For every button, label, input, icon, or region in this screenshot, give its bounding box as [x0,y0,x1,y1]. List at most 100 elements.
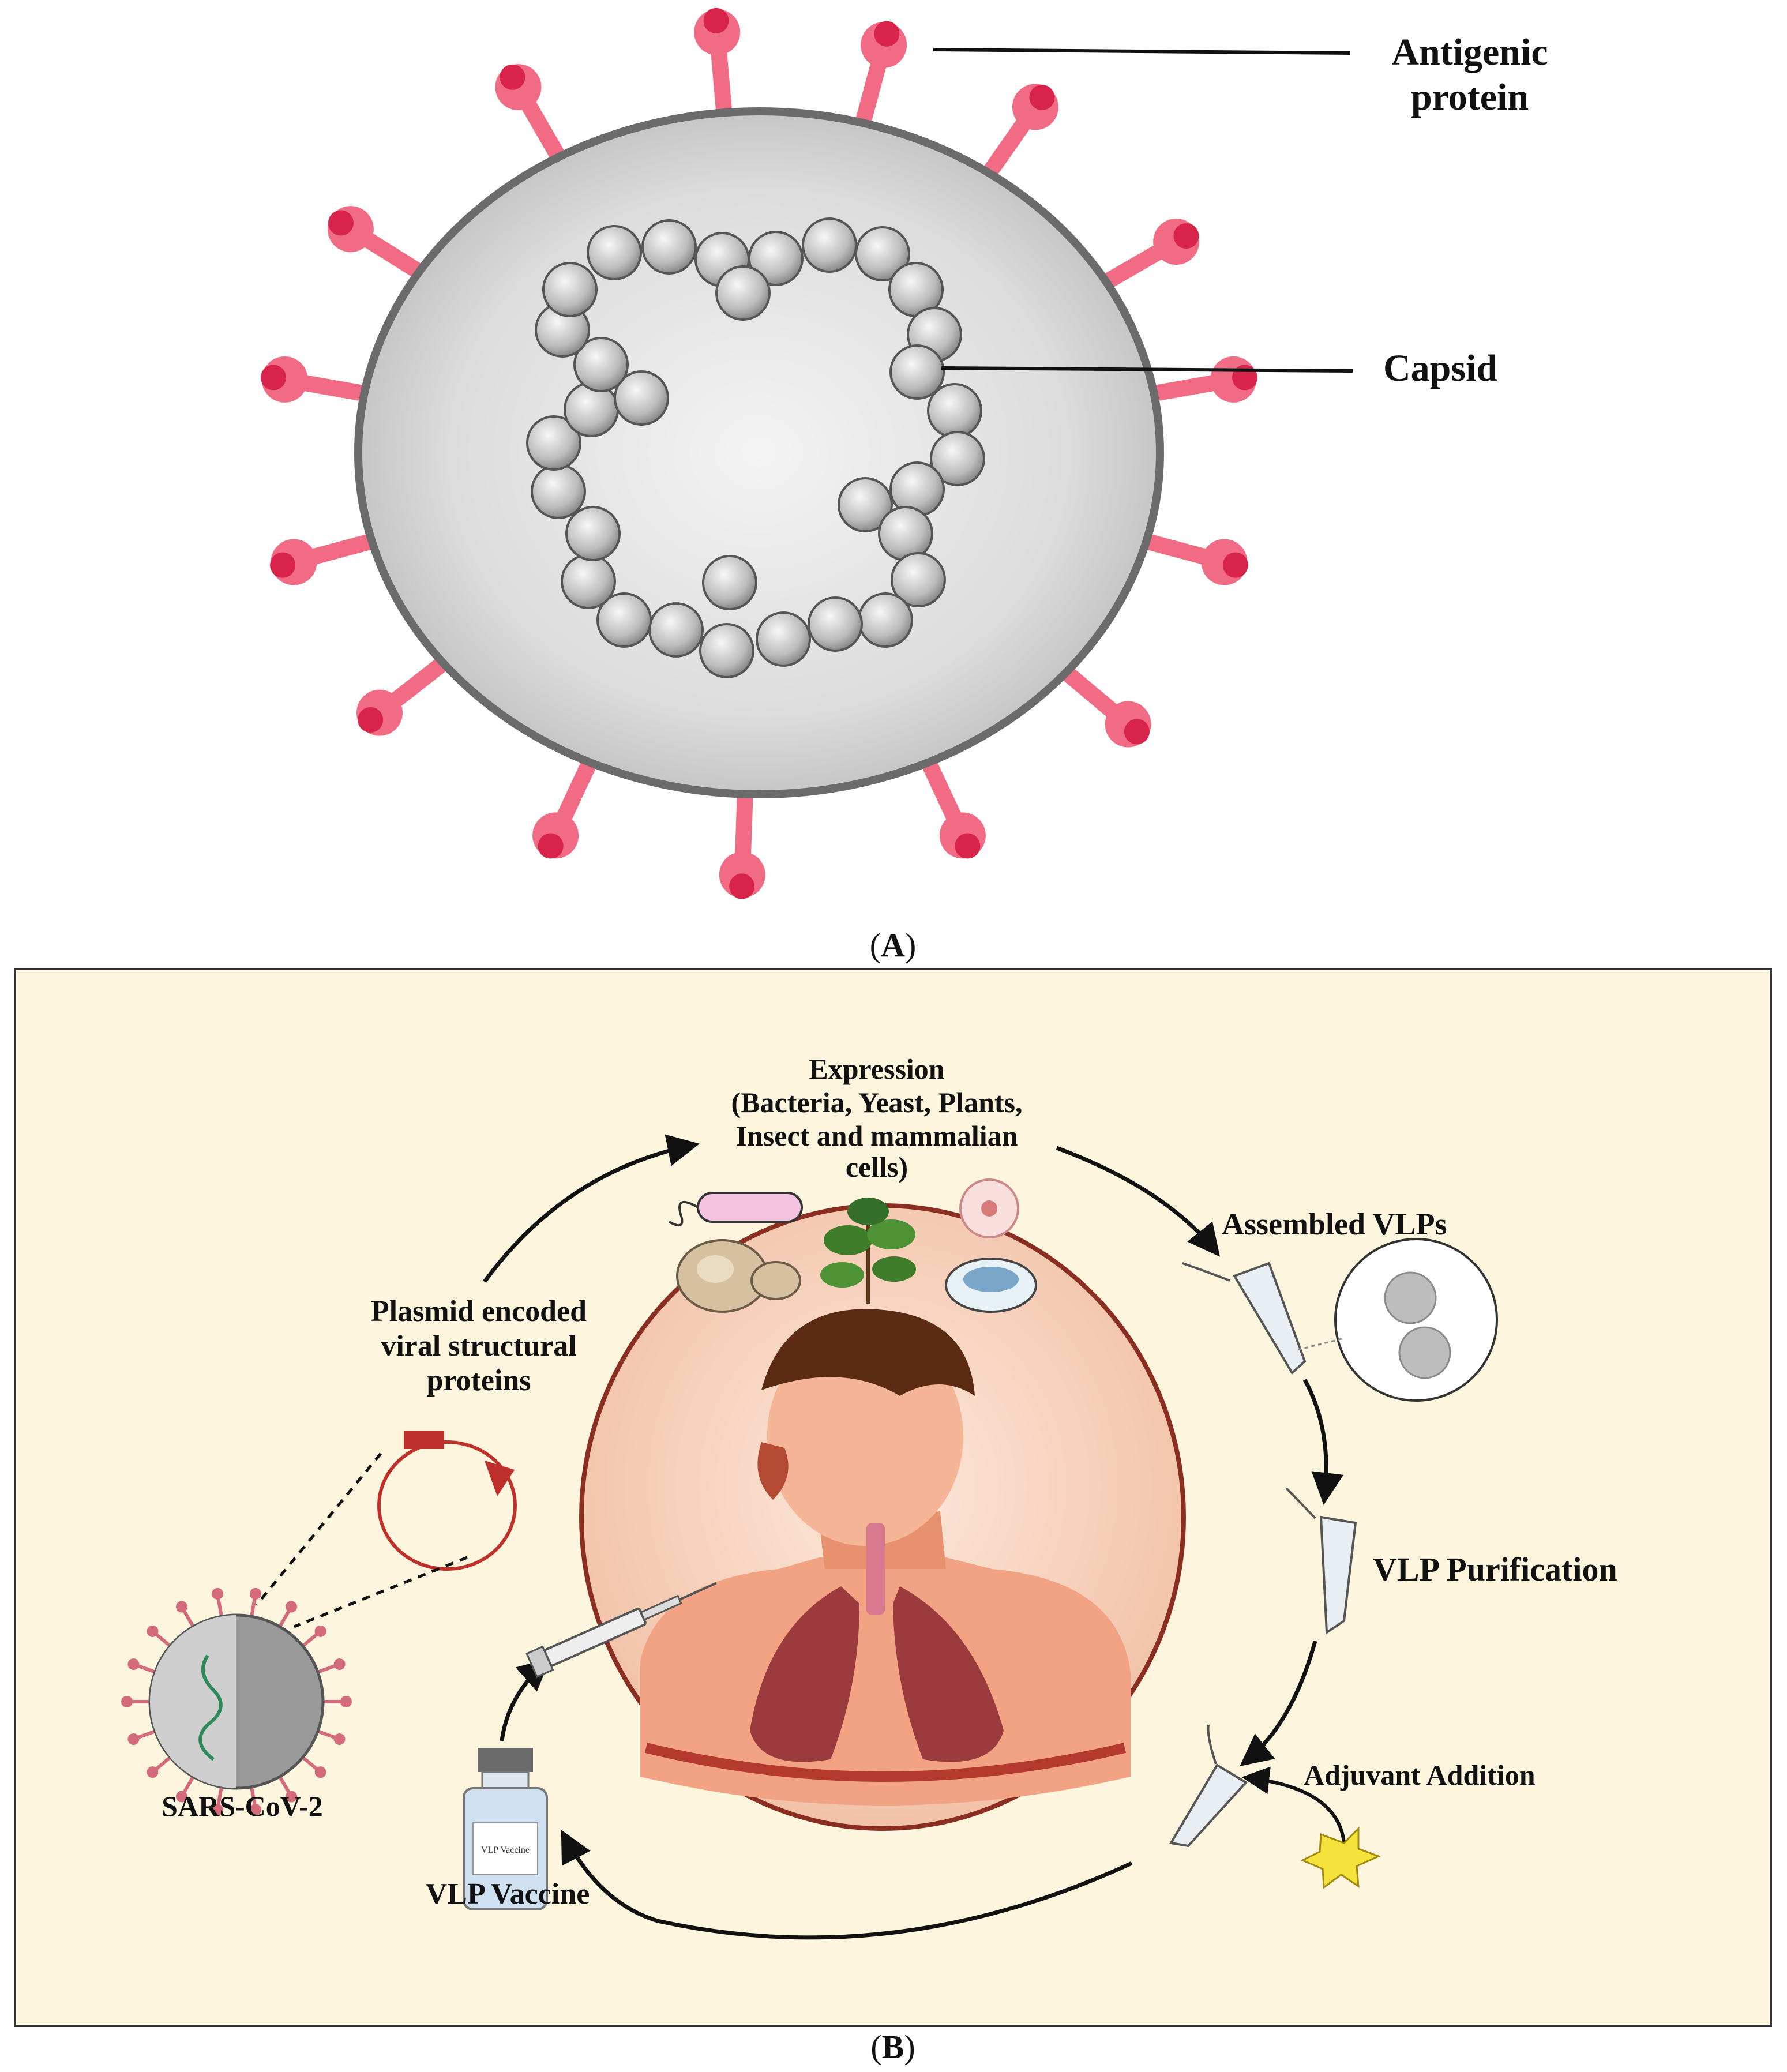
adjuvant-addition-label: Adjuvant Addition [1304,1759,1536,1791]
capsid-bead [808,596,863,652]
capsid-bead [748,231,804,286]
plant-icon [820,1198,916,1304]
expression-line-4: cells) [846,1151,908,1183]
plasmid-dash-lower [294,1556,468,1628]
capsid-label: Capsid [1383,347,1497,389]
sars-cov-2-label: SARS-CoV-2 [162,1790,323,1822]
sars-spike-tip [176,1601,187,1613]
panel-b-caption: (B) [870,2028,915,2066]
sars-spike-tip [314,1766,326,1778]
spike-protein [1147,356,1258,403]
spike-protein [853,21,907,131]
yeast-icon [676,1239,801,1313]
antigenic-spikes [260,7,1258,899]
capsid-bead [561,554,616,609]
sars-spike-tip [176,1791,187,1803]
sars-spike-tip [249,1804,261,1816]
plasmid-dash-upper [256,1452,382,1606]
capsid-bead [531,464,586,519]
capsid-bead [855,226,910,281]
vial-label: VLP Vaccine [481,1845,530,1855]
spike-protein [694,7,741,119]
spike-protein [719,788,765,899]
sars-spike-tip [286,1791,297,1803]
bacteria-icon [669,1192,803,1227]
patient-lungs-illustration [579,1203,1186,1831]
arrow-star-to-tube [1241,1766,1346,1844]
plasmid-label-line1: Plasmid encoded [371,1295,587,1328]
capsid-bead [648,602,704,658]
spike-protein [1056,662,1151,748]
sars-cov-2-virion [121,1587,352,1816]
capsid-bead [891,552,946,607]
capsid-bead [702,555,757,610]
plasmid-label-line2: viral structural [381,1330,576,1362]
expression-organisms [669,1178,1037,1313]
arrow-adjuvant-to-vaccine [561,1830,1133,1940]
sars-spike-tip [127,1658,140,1671]
sars-spike-tip [212,1804,224,1816]
vlp-purification-label: VLP Purification [1373,1551,1617,1588]
syringe-icon [525,1582,717,1679]
sars-spike-tip [147,1625,159,1637]
sars-spike-tip [333,1658,346,1671]
capsid-bead [715,265,771,321]
arrow-expression-to-assembled [1056,1146,1220,1257]
spike-protein [327,206,429,282]
sars-spike-tip [121,1696,133,1707]
assembled-vlp-tube [1182,1262,1307,1375]
purification-tube [1285,1487,1357,1635]
sars-spike-tip [314,1625,326,1637]
antigenic-label-line2: protein [1411,76,1529,118]
capsid-bead [596,592,652,648]
capsid-bead [699,623,754,678]
spike-protein [918,753,986,859]
arrow-purification-to-adjuvant [1240,1641,1317,1766]
arrow-assembled-to-purification [1302,1379,1344,1506]
capsid-bead [641,219,697,275]
panel-a-caption: (A) [870,926,917,964]
expression-line-2: (Bacteria, Yeast, Plants, [731,1086,1023,1118]
panel-b: VLP Vaccine Expression (Bacteria, Yeast,… [14,968,1772,2066]
spike-protein [270,532,380,585]
vlp-vaccine-label: VLP Vaccine [426,1878,590,1910]
plasmid-label-line3: proteins [426,1364,531,1397]
capsid-bead [889,344,945,400]
spike-protein [1139,532,1248,585]
expression-line-3: Insect and mammalian [736,1120,1018,1152]
sars-spike-tip [249,1587,261,1600]
expression-title: Expression [809,1053,944,1085]
capsid-bead [930,431,985,486]
assembled-vlps-label: Assembled VLPs [1222,1207,1447,1241]
capsid-bead [756,611,811,667]
capsid-bead [587,225,642,280]
capsid-bead [858,592,913,648]
vlp-magnified-view [1334,1238,1498,1402]
capsid-beads [526,217,985,678]
sars-spike-tip [212,1587,224,1600]
sars-spike-tip [333,1733,346,1745]
capsid-bead [614,370,669,426]
mammalian-cell-icon [959,1178,1019,1238]
spike-protein [532,753,600,859]
capsid-bead [878,506,933,561]
sars-spike-tip [340,1696,352,1707]
antigenic-label-line1: Antigenic [1391,31,1548,73]
arrow-plasmid-to-expression [483,1134,700,1283]
spike-protein [979,84,1058,183]
sars-spike-tip [147,1766,159,1778]
capsid-pointer-line [941,366,1353,373]
magnify-dash-1 [1297,1337,1345,1351]
antigenic-pointer-line [933,48,1350,55]
sars-spike-tip [127,1733,140,1745]
capsid-bead [542,262,598,317]
plasmid-icon [377,1431,517,1571]
capsid-bead [564,382,619,437]
adjuvant-tube [1169,1724,1248,1848]
capsid-bead [526,415,581,471]
spike-protein [1097,219,1200,292]
vaccine-vial: VLP Vaccine [463,1748,548,1910]
insect-cell-dish-icon [945,1258,1037,1313]
capsid-bead [927,383,982,438]
